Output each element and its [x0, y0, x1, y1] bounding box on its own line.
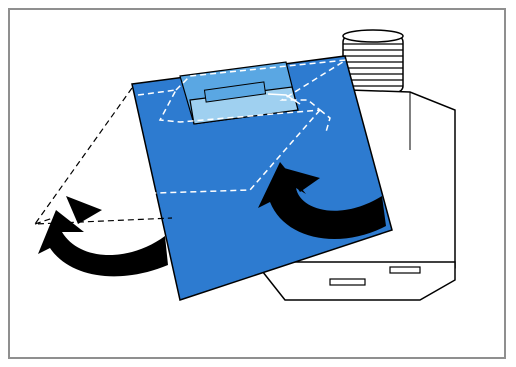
- front-panel: [131, 55, 393, 301]
- swing-path: [59, 59, 347, 197]
- curved-arrow-icon: [38, 196, 168, 277]
- vent-slot: [389, 266, 421, 274]
- frame-border: [8, 8, 506, 359]
- vent-slot: [329, 278, 366, 286]
- curved-arrow-icon: [258, 162, 386, 239]
- duct-collar: [342, 29, 404, 93]
